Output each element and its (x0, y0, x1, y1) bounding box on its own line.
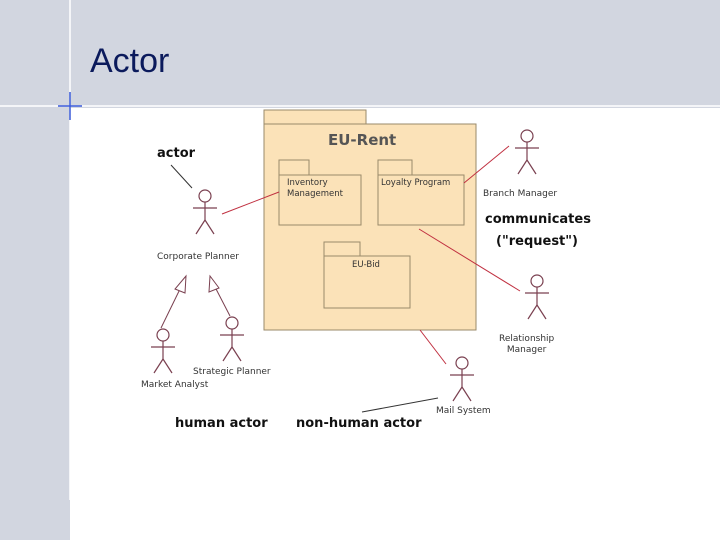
communicates-annotation: communicates (485, 212, 591, 227)
market-analyst-label: Market Analyst (141, 380, 209, 390)
slide-header-band (0, 0, 720, 108)
corporate-planner-actor-icon (193, 189, 217, 235)
generalization-arrowhead-icon (174, 274, 187, 294)
branch-manager-actor-icon (515, 129, 539, 175)
actor-annotation-pointer (170, 164, 193, 189)
eu-bid-package-tab (323, 241, 361, 257)
loyalty-package (377, 174, 465, 226)
human-actor-annotation: human actor (175, 416, 268, 431)
eu-rent-package-label: EU-Rent (328, 131, 397, 149)
loyalty-package-tab (377, 159, 413, 176)
corporate-planner-association (221, 191, 280, 215)
mail-system-label: Mail System (436, 406, 491, 416)
inventory-package (278, 174, 362, 226)
strategic-planner-actor-icon (220, 316, 244, 362)
mail-system-association (419, 329, 447, 365)
mail-system-actor-icon (450, 356, 474, 402)
market-analyst-generalization (160, 286, 182, 329)
slide-title: Actor (90, 42, 170, 80)
relationship-manager-association (418, 228, 521, 292)
strategic-planner-label: Strategic Planner (193, 367, 271, 377)
strategic-planner-generalization (214, 286, 231, 317)
relationship-manager-actor-icon (525, 274, 549, 320)
slide-left-band (0, 108, 70, 540)
market-analyst-actor-icon (151, 328, 175, 374)
branch-manager-association (463, 145, 510, 184)
actor-annotation: actor (157, 146, 196, 161)
relationship-manager-label: Relationship Manager (499, 334, 555, 355)
eu-rent-package-tab (263, 109, 367, 126)
eu-bid-package (323, 255, 411, 309)
generalization-arrowhead-icon (208, 274, 220, 293)
inventory-package-tab (278, 159, 310, 176)
non-human-actor-pointer (361, 397, 439, 413)
request-annotation: ("request") (496, 234, 578, 249)
branch-manager-label: Branch Manager (483, 189, 558, 199)
loyalty-package-label: Loyalty Program (381, 178, 451, 188)
corporate-planner-label: Corporate Planner (157, 252, 239, 262)
non-human-actor-annotation: non-human actor (296, 416, 422, 431)
eu-bid-package-label: EU-Bid (352, 260, 380, 270)
inventory-package-label: Inventory Management (287, 178, 343, 199)
